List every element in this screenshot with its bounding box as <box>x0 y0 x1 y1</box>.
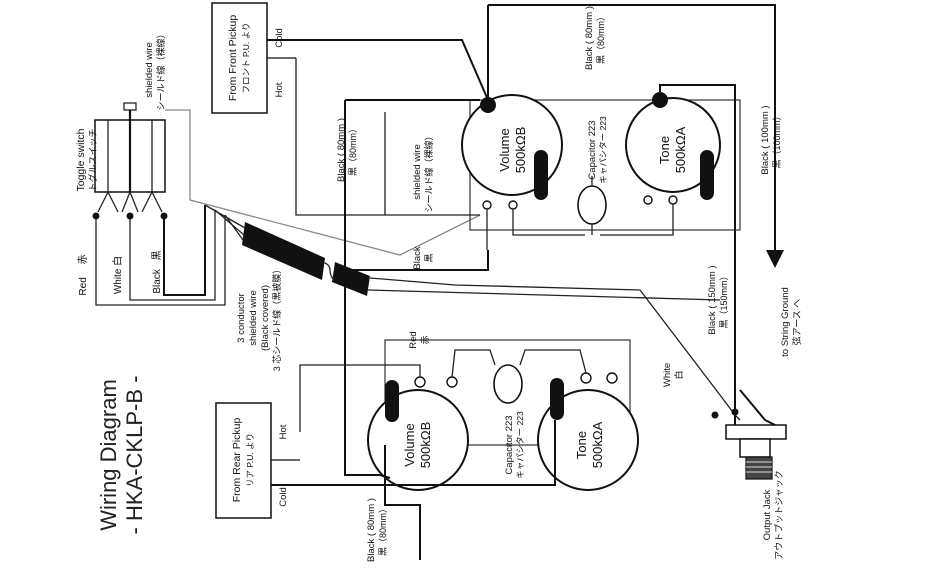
rear-capacitor: Capacitor 223 キャパシター 223 <box>451 349 587 479</box>
black-150-label-jp: 黒（150mm） <box>719 271 729 328</box>
string-ground-arrow: to String Ground 弦アース へ <box>766 250 802 357</box>
rear-control-board: Volume 500kΩB Tone 500kΩA Capacitor 223 <box>367 339 639 491</box>
white-label-jp: 白 <box>111 256 124 266</box>
toggle-switch-label-jp: トグルスイッチ <box>87 128 98 191</box>
front-cold-label: Cold <box>274 28 285 48</box>
front-volume-name: Volume <box>497 128 512 171</box>
black-mid-label-jp: 黒 <box>424 253 434 262</box>
red-rear-label-jp: 赤 <box>420 335 430 344</box>
shielded-wire-top-label-jp: シールド線（裸線） <box>155 29 166 110</box>
title-line-2: - HKA-CKLP-B - <box>122 376 147 535</box>
three-cond-label-1: 3 conductor <box>236 293 247 343</box>
rear-pickup-label-jp: リア P.U. より <box>245 433 255 487</box>
white-jack-label: White <box>662 363 673 387</box>
three-conductor-cable: 3 conductor shielded wire (Black covered… <box>204 204 736 416</box>
rear-volume-pot: Volume 500kΩB <box>367 376 469 491</box>
rear-tone-value: 500kΩA <box>590 421 605 468</box>
output-jack-label: Output Jack <box>762 489 773 540</box>
front-wires: Black ( 80mm ) 黒（80mm） Black ( 80mm ) 黒（… <box>267 4 782 476</box>
cap-top-label: Capacitor 223 <box>587 120 598 179</box>
toggle-switch-label: Toggle switch <box>75 128 87 191</box>
front-tone-pot: Tone 500kΩA <box>625 92 721 200</box>
front-capacitor: Capacitor 223 キャパシター 223 <box>577 116 608 235</box>
rear-cold-label: Cold <box>278 487 289 507</box>
red-rear-label: Red <box>408 331 419 348</box>
three-cond-label-3: (Black covered) <box>260 285 271 351</box>
black-80-top-label: Black ( 80mm ) <box>584 6 595 70</box>
svg-text:Black 黒: Black 黒 <box>151 250 163 293</box>
shielded-wire-mid-label-jp: シールド線（裸線） <box>423 131 434 212</box>
black-80-front-label: Black ( 80mm ) <box>336 118 347 182</box>
svg-text:White 白: White 白 <box>111 256 124 294</box>
front-hot-label: Hot <box>274 82 285 97</box>
rear-tone-name: Tone <box>574 431 589 459</box>
front-volume-pot: Volume 500kΩB <box>461 94 563 200</box>
red-label: Red <box>78 277 89 295</box>
three-cond-label-jp: 3 芯シールド線（黒被膜） <box>271 265 282 372</box>
black-80-bottom-label: Black ( 80mm ) <box>366 498 377 562</box>
black-80-top-label-jp: 黒（80mm） <box>596 12 606 64</box>
diagram-title: Wiring Diagram - HKA-CKLP-B - <box>96 376 147 535</box>
rear-volume-value: 500kΩB <box>418 422 433 469</box>
svg-text:Red 赤: Red 赤 <box>77 254 89 295</box>
black-100-label: Black ( 100mm ) <box>760 105 771 174</box>
rear-tone-pot: Tone 500kΩA <box>537 372 639 491</box>
cap-bottom-label: Capacitor 223 <box>504 415 515 474</box>
white-jack-label-jp: 白 <box>673 370 684 379</box>
string-ground-label: to String Ground <box>780 287 791 357</box>
front-pickup-label-jp: フロント P.U. より <box>241 23 251 94</box>
front-volume-value: 500kΩB <box>513 127 528 174</box>
cap-bottom-label-jp: キャパシター 223 <box>515 411 525 479</box>
front-tone-value: 500kΩA <box>673 126 688 173</box>
cap-top-label-jp: キャパシター 223 <box>598 116 608 184</box>
toggle-wires: Red 赤 White 白 Black 黒 <box>77 205 226 306</box>
rear-pickup-box: From Rear Pickup リア P.U. より Hot Cold <box>215 402 300 519</box>
shielded-wire-top: shielded wire シールド線（裸線） <box>144 29 481 256</box>
shielded-wire-mid-label: shielded wire <box>412 144 423 199</box>
output-jack-label-jp: アウトプットジャック <box>774 470 784 560</box>
three-cond-label-2: shielded wire <box>248 290 259 345</box>
toggle-switch: Toggle switch トグルスイッチ <box>75 102 168 220</box>
rear-pickup-label: From Rear Pickup <box>231 418 243 503</box>
white-label: White <box>113 268 124 294</box>
red-label-jp: 赤 <box>77 254 89 264</box>
black-150-label: Black ( 150mm ) <box>707 265 718 334</box>
rear-volume-name: Volume <box>402 423 417 466</box>
black-mid-label: Black <box>412 246 423 269</box>
front-tone-name: Tone <box>657 136 672 164</box>
output-jack: Output Jack アウトプットジャック Black ( 150mm ) 黒… <box>662 265 787 560</box>
black-80-bottom-label-jp: 黒（80mm） <box>378 504 388 556</box>
string-ground-label-jp: 弦アース へ <box>791 299 802 346</box>
black-label-jp: 黒 <box>151 250 163 260</box>
black-100-label-jp: 黒（100mm） <box>772 111 782 168</box>
rear-hot-label: Hot <box>278 424 289 439</box>
black-label: Black <box>152 268 163 293</box>
title-line-1: Wiring Diagram <box>96 379 121 531</box>
rear-wires: Red 赤 Black ( 80mm ) 黒（80mm） <box>271 331 556 562</box>
front-pickup-label: From Front Pickup <box>227 15 239 102</box>
front-control-board: Volume 500kΩB Tone 500kΩA Capacitor 223 … <box>384 92 741 250</box>
front-pickup-box: From Front Pickup フロント P.U. より Cold Hot <box>211 2 296 114</box>
shielded-wire-top-label: shielded wire <box>144 42 155 97</box>
black-80-front-label-jp: 黒（80mm） <box>348 124 358 176</box>
